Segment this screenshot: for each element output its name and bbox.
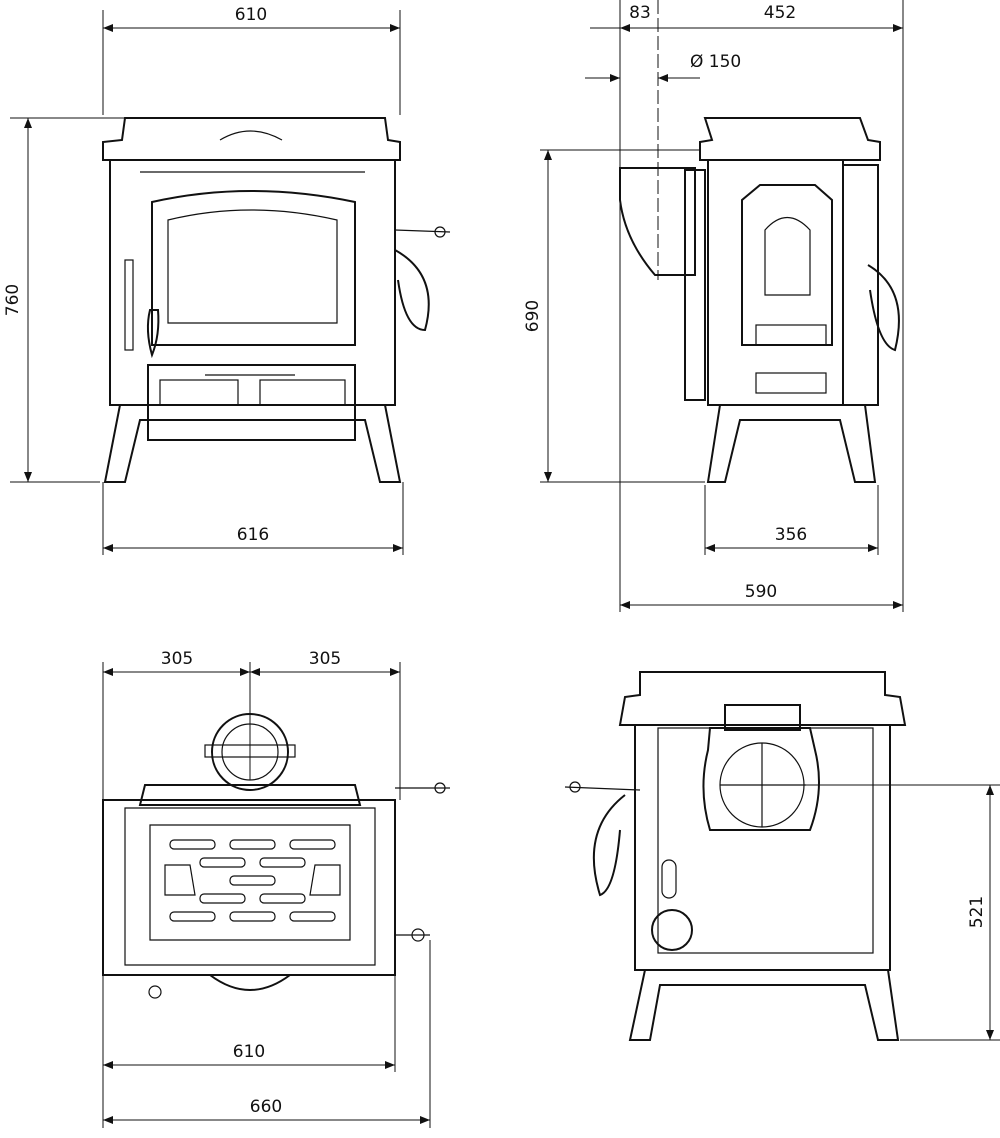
side-view: 83 452 Ø 150 690 356 590 [523, 0, 904, 612]
dim-label: Ø 150 [690, 52, 741, 72]
dimension-610-top: 610 [102, 5, 401, 115]
dimension-356: 356 [704, 485, 879, 555]
back-view: 521 [564, 671, 1000, 1041]
dim-label: 590 [745, 582, 777, 602]
dim-label: 610 [233, 1042, 265, 1062]
dimension-616: 616 [102, 482, 404, 555]
front-view: 610 760 616 [3, 5, 451, 555]
dimension-diameter-150: Ø 150 [585, 52, 741, 82]
dim-label: 690 [523, 300, 543, 332]
dimension-690: 690 [523, 149, 705, 483]
dim-label: 305 [309, 649, 341, 669]
dimension-610-bottom: 610 [102, 940, 431, 1128]
dim-label: 610 [235, 5, 267, 25]
dim-label: 521 [967, 896, 987, 928]
dimension-590: 590 [620, 582, 903, 609]
dim-label: 452 [764, 3, 796, 23]
dim-label: 760 [3, 284, 23, 316]
dimension-760: 760 [3, 117, 125, 483]
dim-label: 356 [775, 525, 807, 545]
top-view: 305 305 610 660 [102, 649, 450, 1128]
dim-label: 660 [250, 1097, 282, 1117]
dimension-305-305: 305 305 [102, 649, 401, 800]
dimension-83-452: 83 452 [590, 0, 904, 612]
dimension-521: 521 [806, 784, 1000, 1041]
dim-label: 83 [629, 3, 651, 23]
dimension-660: 660 [103, 1097, 430, 1124]
dim-label: 616 [237, 525, 269, 545]
dim-label: 305 [161, 649, 193, 669]
